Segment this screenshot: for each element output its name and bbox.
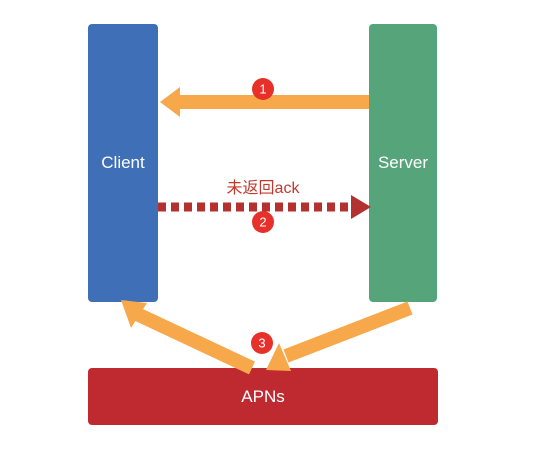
arrow-step-3-apns-to-client-head xyxy=(121,300,147,328)
apns-node: APNs xyxy=(88,368,438,425)
badge-step-2-text: 2 xyxy=(259,215,266,230)
badge-step-1 xyxy=(252,78,274,100)
badge-step-2 xyxy=(252,211,274,233)
client-node: Client xyxy=(88,24,158,302)
apns-label: APNs xyxy=(241,386,285,406)
arrow-step-3-server-to-apns-head xyxy=(266,343,291,371)
badge-step-3-text: 3 xyxy=(258,336,265,351)
arrow-step-3: 3 xyxy=(121,300,413,375)
arrow-step-1: 1 xyxy=(160,78,369,117)
server-node: Server xyxy=(369,24,437,302)
server-label: Server xyxy=(377,153,429,172)
badge-step-1-text: 1 xyxy=(259,82,266,97)
arrow-step-1-head xyxy=(160,87,180,117)
arrow-step-2-head xyxy=(351,195,371,219)
arrow-step-3-server-to-apns-shaft xyxy=(283,301,413,363)
arrow-step-2: 未返回ack 2 xyxy=(158,179,371,233)
ack-label: 未返回ack xyxy=(227,179,301,197)
badge-step-3 xyxy=(251,332,273,354)
arrow-step-3-apns-to-client-shaft xyxy=(134,307,255,375)
client-label: Client xyxy=(101,153,145,172)
